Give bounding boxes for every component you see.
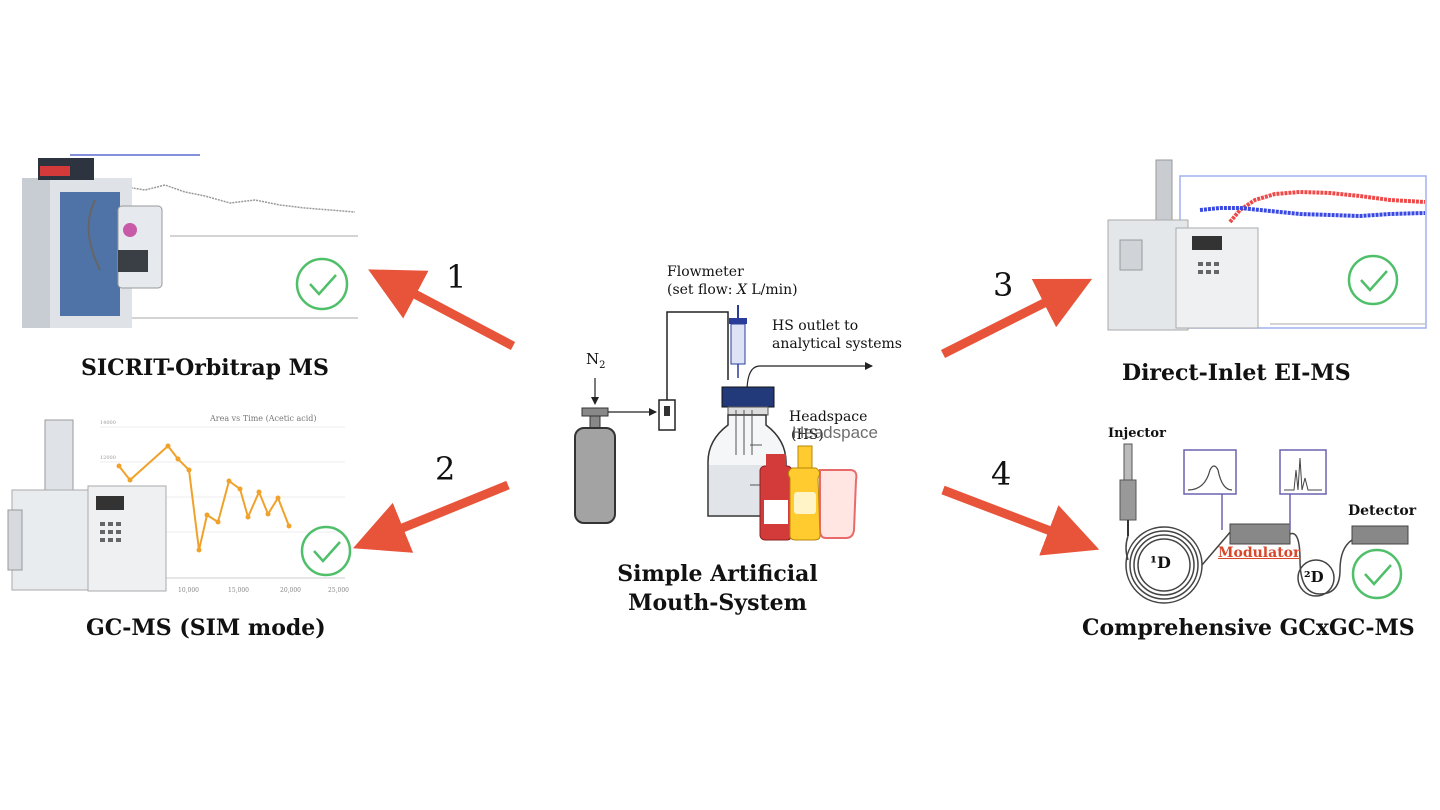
x-tick: 25,000 <box>328 587 349 594</box>
flowmeter-icon <box>658 399 676 431</box>
y-tick: 12000 <box>100 455 116 461</box>
gas-label: N2 <box>586 350 606 371</box>
check-circle-icon <box>1351 548 1403 600</box>
gas-cylinder-icon <box>574 378 616 524</box>
y-tick: 14000 <box>100 420 116 426</box>
condiment-icon <box>759 445 858 541</box>
second-dim-column <box>1289 532 1353 597</box>
flowmeter-label-line1: Flowmeter <box>667 264 744 280</box>
second-dim-label: ²D <box>1304 568 1324 586</box>
headspace-overlay-label: Headspace <box>792 423 879 442</box>
arrow-to-sicrit <box>368 269 516 350</box>
outlet-label-line2: analytical systems <box>772 336 902 352</box>
outlet-label-line1: HS outlet to <box>772 318 859 334</box>
orbitrap-instrument <box>22 158 163 328</box>
second-dim-chromatogram <box>1279 449 1327 530</box>
syringe-icon <box>729 305 747 378</box>
arrow-to-direct-inlet <box>940 278 1093 359</box>
gas-subscript: 2 <box>599 360 606 371</box>
route-label-sicrit: SICRIT-Orbitrap MS <box>81 355 329 381</box>
route-number-1: 1 <box>446 258 467 296</box>
first-dim-label: ¹D <box>1150 553 1171 572</box>
injector-syringe-icon <box>1119 443 1137 536</box>
gcms-panel: Area vs Time (Acetic acid) 10,000 15,000… <box>7 414 349 594</box>
flowmeter-label: Flowmeter (set flow: X L/min) <box>667 263 798 299</box>
detector-box <box>1351 525 1409 545</box>
route-label-gcms: GC-MS (SIM mode) <box>86 615 326 641</box>
headspace-label: Headspace (HS) <box>789 408 867 444</box>
gcxgc-panel <box>1119 443 1409 604</box>
outlet-label: HS outlet to analytical systems <box>772 317 902 353</box>
sicrit-orbitrap-panel <box>22 154 358 328</box>
route-number-4: 4 <box>991 455 1012 493</box>
route-number-2: 2 <box>435 450 456 488</box>
headspace-label-line2: (HS) <box>791 427 824 443</box>
x-tick: 15,000 <box>228 587 249 594</box>
check-circle-icon <box>300 525 352 577</box>
gas-symbol: N <box>586 350 600 368</box>
center-title-line1: Simple Artificial <box>617 561 818 587</box>
ei-ms-instrument <box>1107 159 1259 331</box>
arrow-to-gcms <box>352 480 510 553</box>
route-label-gcxgc: Comprehensive GCxGC-MS <box>1082 615 1415 641</box>
modulator-box <box>1229 523 1291 545</box>
flowmeter-label-line2: (set flow: X L/min) <box>667 282 798 298</box>
first-dim-chromatogram <box>1183 449 1237 530</box>
direct-inlet-panel <box>1107 159 1427 331</box>
injector-label: Injector <box>1108 426 1166 441</box>
route-label-direct-inlet: Direct-Inlet EI-MS <box>1122 360 1351 386</box>
route-arrows <box>352 269 1100 556</box>
blue-trace <box>1199 206 1426 219</box>
artificial-mouth-system <box>574 305 873 541</box>
detector-label: Detector <box>1348 503 1417 519</box>
first-dim-column <box>1125 526 1233 604</box>
modulator-label: Modulator <box>1218 545 1301 561</box>
gcms-instrument <box>7 419 167 592</box>
x-tick: 20,000 <box>280 587 301 594</box>
arrow-to-gcxgc <box>941 485 1100 556</box>
center-title-line2: Mouth-System <box>628 590 807 616</box>
x-tick: 10,000 <box>178 587 199 594</box>
center-title: Simple Artificial Mouth-System <box>610 560 825 618</box>
headspace-label-line1: Headspace <box>789 409 868 425</box>
check-circle-icon <box>295 257 349 311</box>
chart-title: Area vs Time (Acetic acid) <box>209 414 317 423</box>
route-number-3: 3 <box>993 266 1014 304</box>
check-circle-icon <box>1347 254 1399 306</box>
